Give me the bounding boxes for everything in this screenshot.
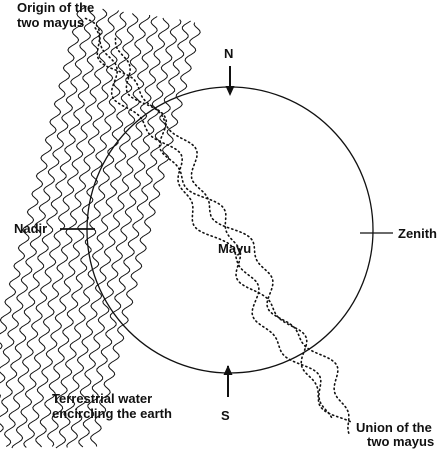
water-wave-line — [66, 19, 182, 448]
north-marker — [225, 66, 235, 96]
water-wave-line — [35, 15, 151, 448]
zenith-label: Zenith — [398, 226, 437, 241]
water-wave-line — [0, 7, 96, 399]
terrestrial-water-wavy-lines — [0, 5, 201, 449]
north-label: N — [224, 46, 233, 61]
south-label: S — [221, 408, 230, 423]
nadir-label: Nadir — [14, 221, 47, 236]
mayu-stream — [94, 27, 353, 423]
terrestrial-water-label: Terrestrial water encircling the earth — [52, 391, 172, 421]
water-wave-line — [47, 16, 158, 447]
south-marker — [223, 365, 233, 397]
water-wave-line — [78, 20, 191, 448]
terrestrial-water-line-2: encircling the earth — [52, 406, 172, 421]
water-wave-line — [90, 22, 201, 447]
water-wave-line — [11, 11, 127, 449]
mayu-label: Mayu — [218, 241, 251, 256]
union-label-line-2: two mayus — [367, 434, 434, 449]
mayu-dotted-band — [84, 17, 353, 435]
mayu-stream — [84, 17, 333, 419]
water-wave-line — [0, 5, 87, 350]
mayu-stream — [114, 37, 350, 435]
union-label: Union of the two mayus — [356, 420, 435, 449]
water-wave-line — [23, 13, 139, 448]
terrestrial-water-line-1: Terrestrial water — [52, 391, 152, 406]
origin-label-line-2: two mayus — [17, 15, 84, 30]
earth-circle — [86, 86, 374, 374]
union-label-line-1: Union of the — [356, 420, 432, 435]
water-wave-line — [0, 8, 108, 433]
water-wave-line — [55, 17, 170, 449]
origin-label: Origin of the two mayus — [17, 0, 98, 30]
origin-label-line-1: Origin of the — [17, 0, 94, 15]
